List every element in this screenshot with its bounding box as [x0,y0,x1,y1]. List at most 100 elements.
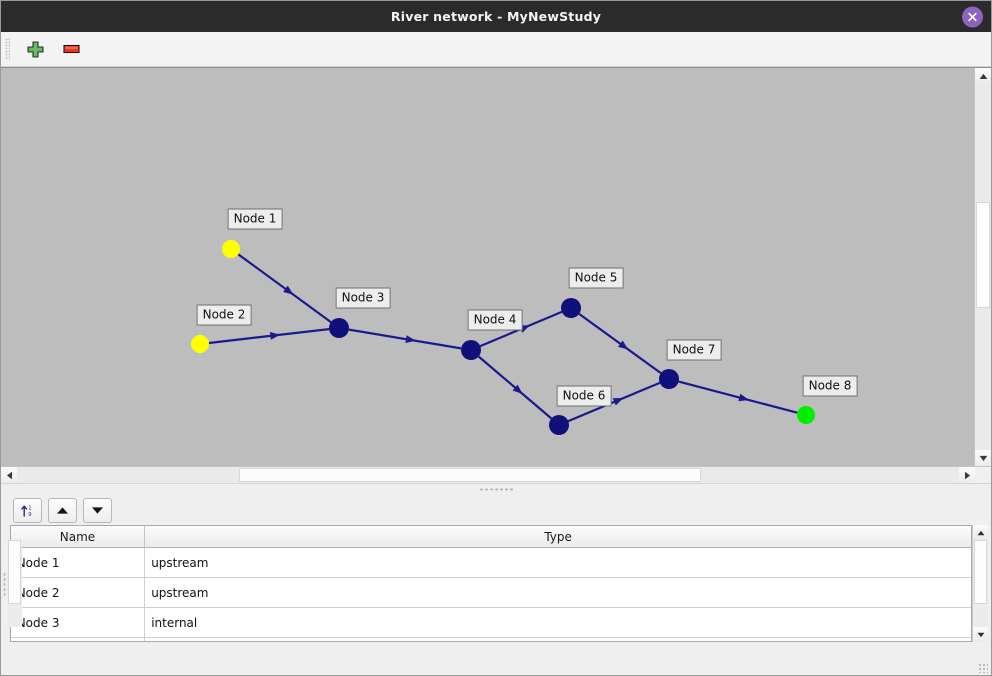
canvas-h-track[interactable] [17,467,959,483]
cell-name[interactable]: Node 4 [10,637,146,641]
cell-name[interactable]: Node 1 [10,547,146,578]
edge-arrowhead [512,384,523,395]
node-label-node5[interactable]: Node 5 [568,267,624,289]
bottom-panes: 1 9 NameNode1Node2 N [1,495,992,675]
edge-Node3-to-Node4[interactable] [348,328,462,350]
delete-node-button[interactable] [58,36,84,62]
branches-scroll-thumb[interactable] [8,540,21,604]
graph-node-node8[interactable] [797,406,815,424]
canvas-horizontal-scrollbar[interactable] [1,466,991,483]
window-resize-grip[interactable] [978,663,989,673]
window-title: River network - MyNewStudy [390,9,602,24]
scroll-up-arrow[interactable] [975,68,991,84]
nodes-scroll-track[interactable] [973,540,989,627]
node-label-node4[interactable]: Node 4 [467,309,523,331]
add-plus-icon [26,40,44,58]
nodes-scroll-up-arrow[interactable] [973,525,989,540]
arrow-down-icon [91,506,103,514]
canvas-v-thumb[interactable] [976,202,990,308]
edge-Node1-to-Node3[interactable] [237,253,332,323]
graph-node-node3[interactable] [329,318,349,338]
scroll-left-arrow[interactable] [1,467,17,483]
edge-arrowhead [618,340,629,350]
chevron-down-icon [979,455,987,461]
nodes-move-up-button[interactable] [47,497,77,523]
network-canvas[interactable]: Node 1 Node 2 Node 3 Node 4 Node 5 Node 6 Node… [1,68,974,466]
cell-name[interactable]: Node 3 [10,607,146,638]
cell-type[interactable]: upstream [144,577,972,608]
splitter-grip [479,488,513,491]
column-header-type[interactable]: Type [144,526,972,548]
toolbar-drag-handle[interactable] [5,38,10,60]
cell-type[interactable]: upstream [144,547,972,578]
vertical-splitter[interactable] [1,495,7,675]
scroll-right-arrow[interactable] [959,467,975,483]
node-label-node8[interactable]: Node 8 [802,375,858,397]
nodes-move-down-button[interactable] [82,497,112,523]
cell-name[interactable]: Node 2 [10,577,146,608]
branches-vertical-scrollbar[interactable] [6,525,22,642]
edge-arrowhead [269,332,281,340]
chevron-left-icon [6,471,12,479]
close-icon [968,12,977,21]
graph-node-node2[interactable] [191,335,209,353]
graph-node-node7[interactable] [659,369,679,389]
node-label-node1[interactable]: Node 1 [227,208,283,230]
svg-text:1: 1 [28,505,31,511]
edge-Node7-to-Node8[interactable] [678,380,798,414]
graph-node-node6[interactable] [549,415,569,435]
nodes-scroll-thumb[interactable] [974,540,988,604]
edge-Node2-to-Node3[interactable] [208,328,330,345]
branches-scroll-track[interactable] [7,540,22,627]
network-graph [191,240,815,435]
column-header-name[interactable]: Name [10,526,146,548]
chevron-right-icon [964,471,970,479]
chevron-up-icon [977,530,984,535]
branches-status-strip [1,645,2,675]
scrollbar-corner [975,467,991,483]
edge-Node4-to-Node6[interactable] [477,355,553,420]
node-label-node2[interactable]: Node 2 [196,304,252,326]
nodes-status-strip [6,645,992,675]
scroll-down-arrow[interactable] [975,450,991,466]
canvas-h-thumb[interactable] [239,468,701,482]
nodes-layer [191,240,815,435]
edge-arrowhead [738,393,750,402]
sort-ascending-icon: 1 9 [20,505,31,518]
canvas-v-track[interactable] [975,84,991,450]
edge-Node6-to-Node7[interactable] [567,381,661,423]
graph-node-node5[interactable] [561,298,581,318]
node-label-node3[interactable]: Node 3 [335,287,391,309]
graph-node-node1[interactable] [222,240,240,258]
edge-arrowhead [612,398,624,406]
nodes-sort-button[interactable]: 1 9 [12,497,42,523]
node-label-node7[interactable]: Node 7 [666,339,722,361]
close-button[interactable] [962,6,983,27]
nodes-scroll-down-arrow[interactable] [973,627,989,642]
add-node-button[interactable] [22,36,48,62]
horizontal-splitter[interactable] [1,483,991,495]
graph-node-node4[interactable] [461,340,481,360]
canvas-vertical-scrollbar[interactable] [974,68,991,466]
main-toolbar [1,32,991,67]
delete-icon [62,44,80,54]
node-label-node6[interactable]: Node 6 [556,385,612,407]
cell-type[interactable]: internal [144,637,972,641]
edge-Node5-to-Node7[interactable] [578,312,662,375]
title-bar: River network - MyNewStudy [1,1,991,32]
nodes-table-row[interactable]: Node 4internal [10,637,972,641]
nodes-toolbar: 1 9 [6,495,992,525]
nodes-vertical-scrollbar[interactable] [972,525,989,642]
cell-type[interactable]: internal [144,607,972,638]
